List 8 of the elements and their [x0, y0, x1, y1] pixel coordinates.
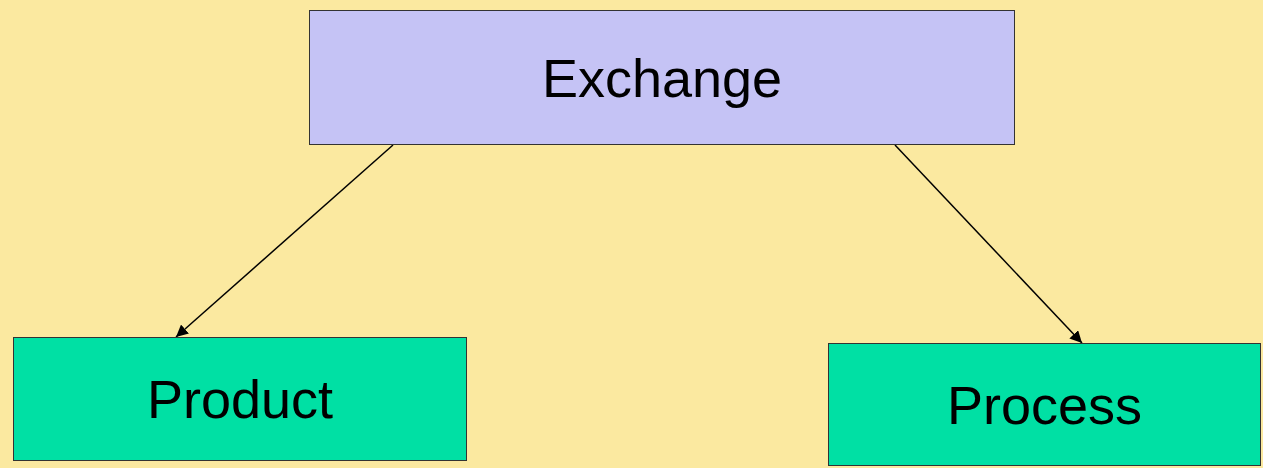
node-label: Product — [146, 368, 334, 430]
node-label: Process — [946, 373, 1143, 436]
node-label: Exchange — [541, 46, 783, 109]
arrow — [894, 144, 1083, 344]
process-box — [828, 343, 1261, 466]
arrow — [175, 144, 394, 338]
process-box — [309, 10, 1015, 145]
process-box — [13, 337, 467, 461]
